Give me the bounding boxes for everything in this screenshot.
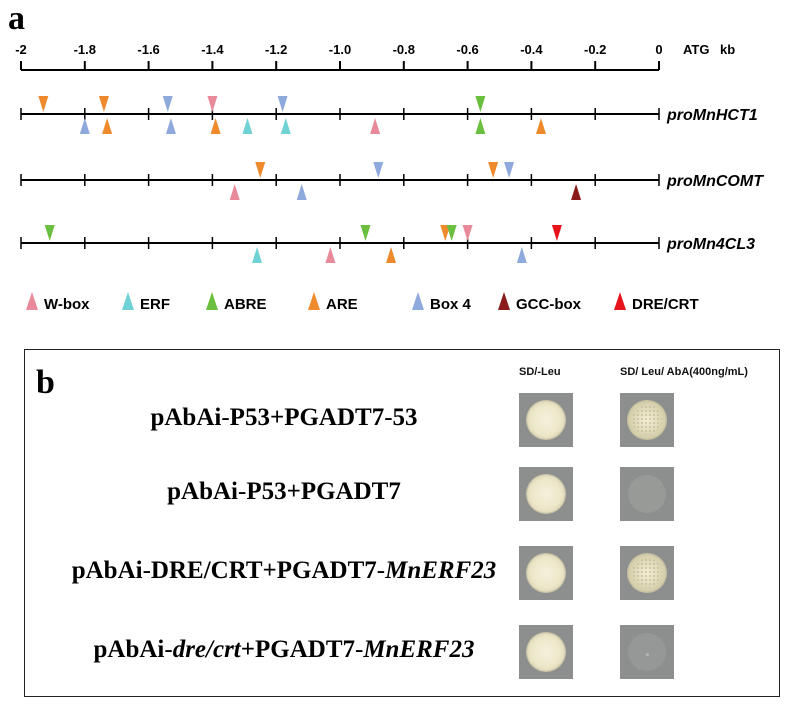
unit-label: kb	[720, 42, 735, 57]
cis-element-marker	[446, 225, 457, 241]
yeast-spot-tile	[620, 393, 674, 447]
yeast-spot-tile	[519, 393, 573, 447]
legend-marker	[308, 292, 320, 310]
legend-label: GCC-box	[516, 296, 582, 313]
cis-element-marker	[462, 225, 473, 241]
yeast-spot-tile	[620, 546, 674, 600]
scale-tick-label: -0.4	[520, 42, 543, 57]
cis-element-marker	[207, 96, 218, 112]
cis-element-marker	[44, 225, 55, 241]
yeast-colony	[628, 633, 666, 671]
construct-label: pAbAi-P53+PGADT7	[167, 478, 401, 505]
cis-element-marker	[255, 162, 266, 178]
cis-element-marker	[277, 96, 288, 112]
yeast-spot-tile	[620, 625, 674, 679]
cis-element-marker	[98, 96, 109, 112]
cis-element-marker	[386, 247, 397, 263]
cis-element-marker	[571, 184, 582, 200]
panel-b-frame	[24, 349, 780, 697]
scale-tick-label: -0.2	[584, 42, 606, 57]
cis-element-marker	[280, 118, 291, 134]
legend-marker	[498, 292, 510, 310]
cis-element-marker	[440, 225, 451, 241]
legend-marker	[122, 292, 134, 310]
cis-element-marker	[488, 162, 499, 178]
cis-element-marker	[79, 118, 90, 134]
scale-tick-label: -1.8	[74, 42, 96, 57]
promoter-name: proMn4CL3	[666, 236, 755, 253]
cis-element-marker	[325, 247, 336, 263]
yeast-colony	[527, 401, 565, 439]
cis-element-marker	[475, 118, 486, 134]
legend-label: W-box	[44, 296, 90, 313]
cis-element-marker	[360, 225, 371, 241]
cis-element-marker	[242, 118, 253, 134]
yeast-colony	[628, 401, 666, 439]
column-header-sd-leu: SD/-Leu	[519, 366, 561, 378]
atg-label: ATG	[683, 42, 709, 57]
cis-element-marker	[229, 184, 240, 200]
panel-a-label: a	[8, 0, 25, 37]
scale-tick-label: 0	[655, 42, 662, 57]
legend-label: ERF	[140, 296, 170, 313]
cis-element-marker	[551, 225, 562, 241]
legend-marker	[412, 292, 424, 310]
cis-element-marker	[102, 118, 113, 134]
scale-tick-label: -1.2	[265, 42, 287, 57]
cis-element-marker	[504, 162, 515, 178]
construct-label: pAbAi-dre/crt+PGADT7-MnERF23	[93, 636, 475, 663]
cis-element-marker	[475, 96, 486, 112]
promoter-name: proMnHCT1	[666, 107, 758, 124]
legend-label: ABRE	[224, 296, 267, 313]
cis-element-marker	[535, 118, 546, 134]
yeast-colony	[628, 475, 666, 513]
scale-tick-label: -1.4	[201, 42, 224, 57]
legend-marker	[614, 292, 626, 310]
cis-element-marker	[516, 247, 527, 263]
legend-marker	[26, 292, 38, 310]
yeast-spot-tile	[519, 546, 573, 600]
cis-element-marker	[38, 96, 49, 112]
scale-tick-label: -1.0	[329, 42, 351, 57]
cis-element-marker	[252, 247, 263, 263]
yeast-spot-tile	[620, 467, 674, 521]
yeast-colony	[628, 554, 666, 592]
cis-element-marker	[370, 118, 381, 134]
cis-element-marker	[296, 184, 307, 200]
scale-tick-label: -0.8	[393, 42, 415, 57]
yeast-colony	[527, 633, 565, 671]
legend-marker	[206, 292, 218, 310]
construct-label: pAbAi-P53+PGADT7-53	[150, 404, 418, 431]
column-header-sd-leu-aba: SD/ Leu/ AbA(400ng/mL)	[620, 366, 748, 378]
cis-element-marker	[165, 118, 176, 134]
cis-element-marker	[373, 162, 384, 178]
yeast-colony	[527, 554, 565, 592]
legend-label: DRE/CRT	[632, 296, 699, 313]
cis-element-marker	[210, 118, 221, 134]
scale-tick-label: -1.6	[137, 42, 159, 57]
construct-label: pAbAi-DRE/CRT+PGADT7-MnERF23	[71, 557, 497, 584]
panel-b-label: b	[36, 364, 55, 401]
yeast-spot-tile	[519, 625, 573, 679]
cis-element-marker	[162, 96, 173, 112]
legend-label: ARE	[326, 296, 358, 313]
scale-tick-label: -2	[15, 42, 27, 57]
yeast-spot-tile	[519, 467, 573, 521]
yeast-colony	[527, 475, 565, 513]
scale-tick-label: -0.6	[456, 42, 478, 57]
promoter-name: proMnCOMT	[666, 173, 764, 190]
legend-label: Box 4	[430, 296, 472, 313]
